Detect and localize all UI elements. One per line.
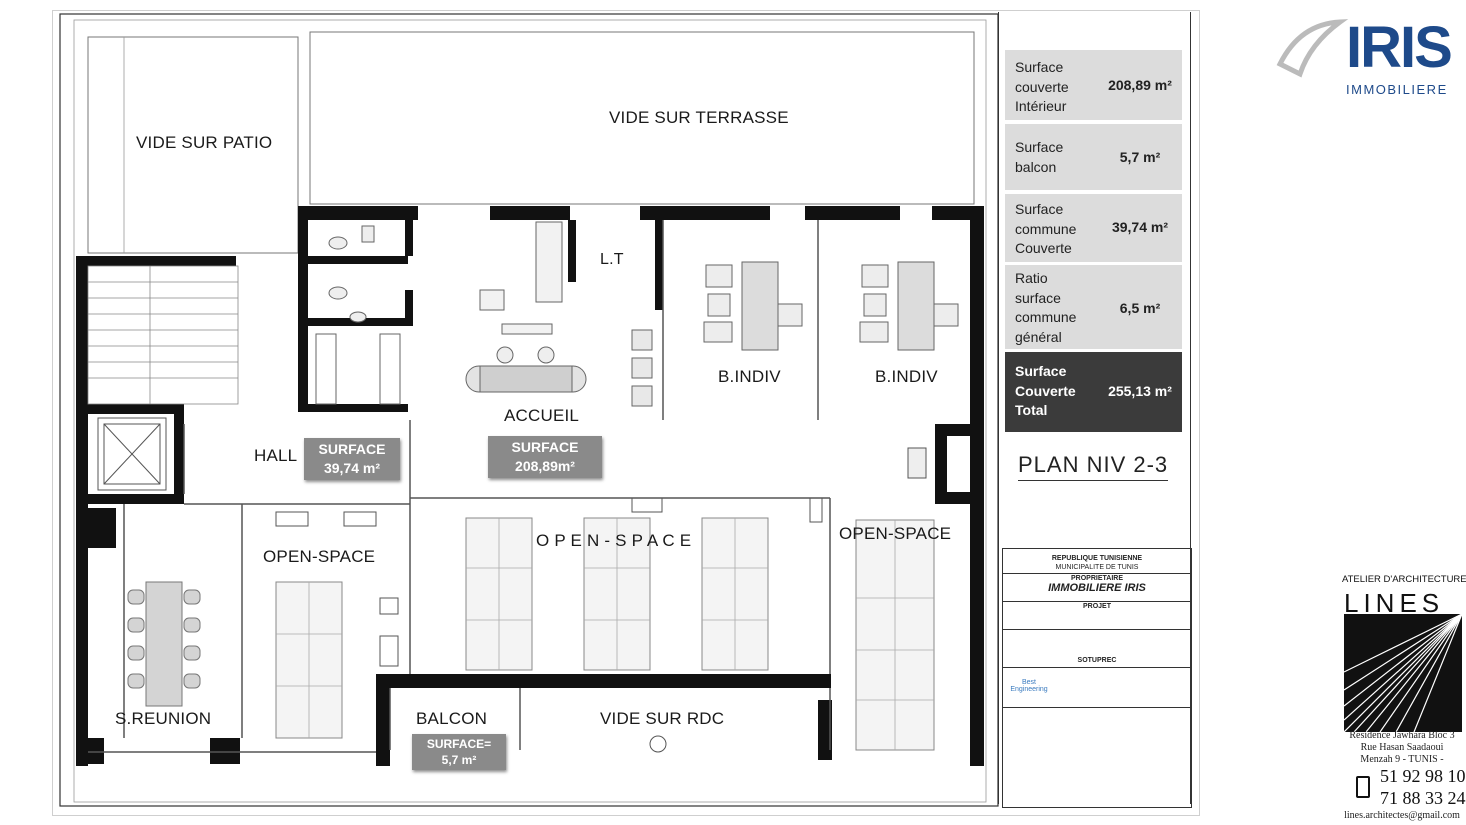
plan-title: PLAN NIV 2-3 <box>1018 452 1169 481</box>
room-open-space-left: OPEN-SPACE <box>263 547 376 566</box>
info-label: Surface couverte Intérieur <box>1015 59 1069 114</box>
lines-phone-2: 71 88 33 24 <box>1380 788 1466 808</box>
surface-balcon-value: 5,7 m² <box>441 753 477 767</box>
cartouche-client: IMMOBILIERE IRIS <box>1048 582 1146 594</box>
lines-email: lines.architectes@gmail.com <box>1344 810 1460 821</box>
surface-accueil-label: SURFACE <box>511 439 579 455</box>
info-value: 5,7 m² <box>1119 149 1161 165</box>
surface-hall-value: 39,74 m² <box>323 460 381 476</box>
room-lt: L.T <box>600 251 624 268</box>
lines-address-2: Rue Hasan Saadaoui <box>1360 742 1444 753</box>
phone-icon <box>1356 776 1370 798</box>
info-label: Ratio surface commune général <box>1015 270 1077 345</box>
floor-plan <box>59 13 999 807</box>
cartouche-divider <box>1003 601 1191 602</box>
info-row: Surface commune Couverte 39,74 m² <box>1005 194 1182 262</box>
surface-badge-hall: SURFACE 39,74 m² <box>304 438 400 480</box>
lines-phone-1: 51 92 98 10 <box>1380 766 1466 786</box>
info-row-total: Surface Couverte Total 255,13 m² <box>1005 352 1182 432</box>
info-row: Surface couverte Intérieur 208,89 m² <box>1005 50 1182 120</box>
iris-logo-sub: IMMOBILIERE <box>1346 82 1448 97</box>
info-label: Surface balcon <box>1015 139 1064 175</box>
room-open-space-center: O P E N - S P A C E <box>536 531 692 550</box>
cartouche-project-label: PROJET <box>1082 603 1111 610</box>
info-value: 255,13 m² <box>1108 383 1172 399</box>
surface-accueil-value: 208,89m² <box>515 458 575 474</box>
cartouche-municipality: MUNICIPALITE DE TUNIS <box>1055 564 1139 571</box>
cartouche-bet-label: SOTUPREC <box>1077 657 1117 664</box>
cartouche-engineering: Best Engineering <box>1010 679 1048 693</box>
surface-balcon-label: SURFACE= <box>426 737 492 751</box>
room-vide-terrasse: VIDE SUR TERRASSE <box>609 108 789 127</box>
lines-logo-icon <box>1344 614 1462 732</box>
panel-divider <box>998 12 999 804</box>
room-balcon: BALCON <box>416 709 488 728</box>
room-accueil: ACCUEIL <box>504 406 580 425</box>
room-s-reunion: S.REUNION <box>115 709 212 728</box>
room-b-indiv-2: B.INDIV <box>875 367 938 386</box>
surface-badge-accueil: SURFACE 208,89m² <box>488 436 602 478</box>
room-hall: HALL <box>254 446 298 465</box>
info-label: Surface Couverte Total <box>1015 363 1076 418</box>
cartouche-divider <box>1003 629 1191 630</box>
info-label: Surface commune Couverte <box>1015 201 1077 256</box>
info-value: 39,74 m² <box>1111 219 1169 235</box>
lines-address-1: Residence Jawhara Bloc 3 <box>1349 730 1455 741</box>
cartouche-divider <box>1003 667 1191 668</box>
info-row: Ratio surface commune général 6,5 m² <box>1005 265 1182 349</box>
cartouche-divider <box>1003 573 1191 574</box>
lines-title: ATELIER D'ARCHITECTURE <box>1342 574 1466 585</box>
info-row: Surface balcon 5,7 m² <box>1005 124 1182 190</box>
lines-address-3: Menzah 9 - TUNIS - <box>1360 754 1444 765</box>
cartouche-republic: REPUBLIQUE TUNISIENNE <box>1051 555 1143 562</box>
room-open-space-right: OPEN-SPACE <box>839 524 952 543</box>
panel-right-border <box>1190 12 1191 804</box>
iris-logo-icon <box>1276 19 1349 78</box>
surface-hall-label: SURFACE <box>318 441 386 457</box>
title-block: REPUBLIQUE TUNISIENNE MUNICIPALITE DE TU… <box>1002 548 1192 808</box>
room-b-indiv-1: B.INDIV <box>718 367 781 386</box>
surface-badge-balcon: SURFACE= 5,7 m² <box>412 734 506 770</box>
info-value: 6,5 m² <box>1119 300 1161 316</box>
room-vide-patio: VIDE SUR PATIO <box>136 133 273 152</box>
room-vide-rdc: VIDE SUR RDC <box>600 709 725 728</box>
cartouche-divider <box>1003 707 1191 708</box>
info-value: 208,89 m² <box>1108 77 1172 93</box>
lines-name: LINES <box>1344 588 1445 618</box>
cartouche-owner-label: PROPRIETAIRE <box>1071 575 1123 582</box>
iris-logo-name: IRIS <box>1346 15 1453 80</box>
